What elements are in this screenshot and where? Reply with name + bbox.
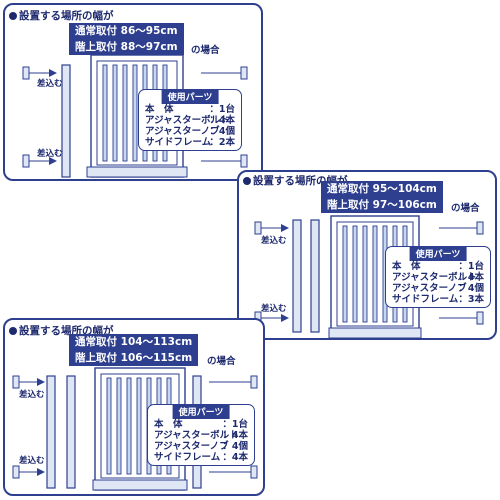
bullet-icon xyxy=(243,176,251,185)
bullet-icon xyxy=(9,326,17,335)
parts-row: アジャスターノブ：4個 xyxy=(392,283,484,294)
case-suffix: の場合 xyxy=(451,203,480,214)
insert-label-bottom: 差込む xyxy=(261,304,287,314)
stairs-width-badge: 階上取付 106〜115cm xyxy=(69,350,199,366)
parts-list: 使用パーツ 本 体：1台 アジャスターボルト：4本 アジャスターノブ：4個 サイ… xyxy=(138,89,242,151)
adjuster-bolt-icon xyxy=(22,66,51,168)
panel-86-95: 設置する場所の幅が 通常取付 86〜95cm 階上取付 88〜97cm の場合 xyxy=(3,3,263,181)
parts-row: 本 体：1台 xyxy=(392,261,484,272)
panel-95-104: 設置する場所の幅が 通常取付 95〜104cm 階上取付 97〜106cm の場… xyxy=(237,170,497,340)
parts-row: サイドフレーム：3本 xyxy=(392,294,484,305)
adjuster-bolt-icon xyxy=(12,375,258,479)
insert-label-bottom: 差込む xyxy=(19,456,45,466)
parts-row: アジャスターボルト：4本 xyxy=(154,430,248,441)
side-frame xyxy=(292,219,302,333)
insert-label-top: 差込む xyxy=(37,79,63,89)
panel-heading: 設置する場所の幅が xyxy=(9,8,114,23)
parts-title: 使用パーツ xyxy=(161,89,219,104)
side-frame xyxy=(61,64,71,178)
bullet-icon xyxy=(9,11,17,20)
stairs-width-badge: 階上取付 88〜97cm xyxy=(69,39,184,55)
adjuster-bolt-icon xyxy=(201,66,248,168)
parts-row: サイドフレーム：4本 xyxy=(154,452,248,463)
side-frame xyxy=(66,375,76,489)
insert-label-bottom: 差込む xyxy=(37,149,63,159)
normal-width-badge: 通常取付 95〜104cm xyxy=(321,181,443,197)
parts-row: アジャスターノブ：4個 xyxy=(154,441,248,452)
case-suffix: の場合 xyxy=(207,356,236,367)
arrow-right-icon xyxy=(49,69,57,165)
side-frame xyxy=(46,375,56,489)
arrow-right-icon xyxy=(37,378,45,476)
parts-row: アジャスターボルト：4本 xyxy=(392,272,484,283)
normal-width-badge: 通常取付 86〜95cm xyxy=(69,23,184,39)
arrow-right-icon xyxy=(281,224,289,322)
parts-list: 使用パーツ 本 体：1台 アジャスターボルト：4本 アジャスターノブ：4個 サイ… xyxy=(147,404,255,466)
parts-row: 本 体：1台 xyxy=(154,419,248,430)
parts-row: サイドフレーム：2本 xyxy=(145,137,235,148)
parts-title: 使用パーツ xyxy=(409,246,467,261)
side-frame xyxy=(310,219,320,333)
insert-label-top: 差込む xyxy=(261,236,287,246)
parts-row: アジャスターボルト：4本 xyxy=(145,115,235,126)
panel-104-113: 設置する場所の幅が 通常取付 104〜113cm 階上取付 106〜115cm … xyxy=(3,318,265,496)
parts-title: 使用パーツ xyxy=(172,404,230,419)
insert-label-top: 差込む xyxy=(19,390,45,400)
parts-row: アジャスターノブ：4個 xyxy=(145,126,235,137)
parts-list: 使用パーツ 本 体：1台 アジャスターボルト：4本 アジャスターノブ：4個 サイ… xyxy=(385,246,491,308)
parts-row: 本 体：1台 xyxy=(145,104,235,115)
stairs-width-badge: 階上取付 97〜106cm xyxy=(321,197,443,213)
case-suffix: の場合 xyxy=(191,45,220,56)
normal-width-badge: 通常取付 104〜113cm xyxy=(69,334,199,350)
